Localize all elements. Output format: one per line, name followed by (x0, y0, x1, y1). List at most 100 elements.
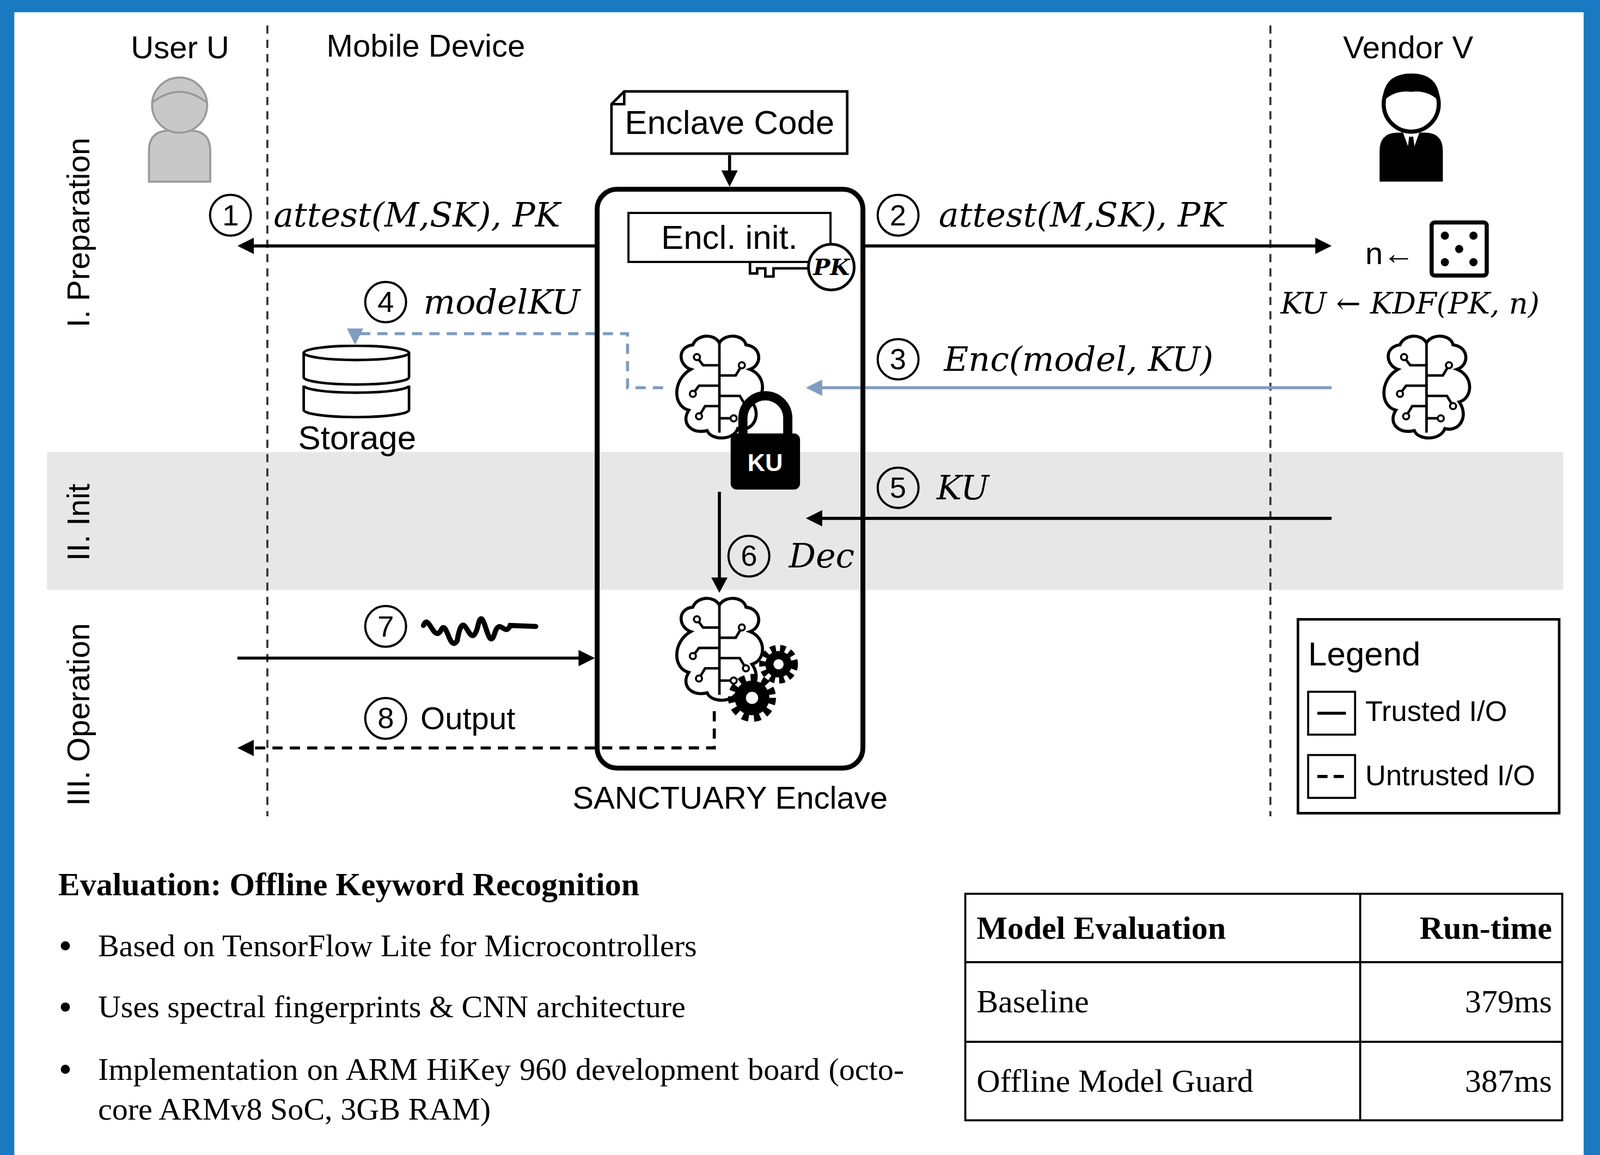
dice-icon (1431, 222, 1487, 276)
callout-number: 7 (364, 605, 408, 649)
table-cell: 387ms (1464, 1061, 1553, 1102)
dice-icon (1455, 245, 1464, 254)
table-grid (965, 961, 1563, 964)
output-wire (600, 711, 715, 748)
phase-label: I. Preparation (59, 137, 98, 328)
arrow-head (805, 379, 823, 396)
decrypt-arrow (711, 491, 728, 593)
table-cell: Offline Model Guard (976, 1061, 1254, 1102)
text-holder: KU (936, 467, 989, 509)
dice-icon (1440, 258, 1450, 267)
node-text: SANCTUARY Enclave (572, 778, 888, 817)
arrow-head (346, 328, 364, 345)
vendor-column: Vendor V (1331, 22, 1485, 541)
decrypt-arrow (717, 491, 722, 579)
gear-icon (746, 691, 759, 704)
text-holder: 3 (876, 337, 920, 381)
text-holder: Enc(model, KU) (943, 338, 1214, 380)
connector (721, 155, 738, 187)
frame (0, 0, 15, 1155)
text-holder: 8 (364, 697, 408, 741)
signal-wave (423, 618, 536, 644)
arrow-head (237, 237, 254, 255)
gear-icon (763, 649, 795, 680)
gear-icon (732, 678, 772, 718)
decrypt-arrow (711, 577, 728, 594)
gear-icon (732, 649, 794, 718)
cyl-line (303, 352, 409, 360)
document-box: Enclave Code (609, 89, 849, 156)
arrow-head (721, 170, 738, 187)
connector-line (250, 746, 595, 750)
text-holder: Output (420, 699, 516, 738)
connector (237, 650, 595, 667)
vendor-brain (1383, 336, 1470, 438)
vendor-icon (1379, 132, 1443, 182)
text-holder: 379ms (1464, 982, 1553, 1022)
table-grid (1359, 893, 1362, 1121)
text-holder: Based on TensorFlow Lite for Microcontro… (98, 926, 698, 966)
text-holder: 1 (209, 193, 253, 237)
cyl-line (303, 345, 409, 385)
bullet-dot (60, 941, 71, 951)
key-icon (749, 261, 811, 277)
column-separator (267, 25, 1271, 817)
arrow-head (237, 739, 254, 756)
text-holder: Model Evaluation (976, 908, 1226, 949)
node-text: Vendor V (1342, 28, 1474, 67)
text-holder: Baseline (976, 982, 1089, 1022)
legend-box (1317, 774, 1346, 779)
init-phase-band (46, 452, 1563, 590)
text-holder: III. Operation (59, 623, 98, 806)
legend-text: Untrusted I/O (1365, 758, 1536, 793)
callout-number: 8 (364, 697, 408, 741)
text-holder: 7 (364, 605, 408, 649)
text-holder: 6 (727, 534, 771, 578)
text-holder: attest(M,SK), PK (938, 194, 1226, 236)
callout-number: 1 (209, 193, 253, 237)
node-text: Enclave Code (624, 102, 835, 143)
connector-line (819, 516, 1332, 521)
text-holder: Implementation on ARM HiKey 960 developm… (98, 1050, 905, 1130)
vendor-icon (1407, 136, 1416, 160)
encrypted-brain (676, 336, 763, 438)
dice-icon (1469, 258, 1478, 267)
connector-line (250, 244, 595, 248)
text-holder: KU ← KDF(PK, n) (1280, 286, 1540, 322)
column-separator (266, 25, 269, 817)
storage-cylinder: Storage (290, 344, 425, 462)
callout-number: 5 (876, 466, 920, 510)
text-holder: Untrusted I/O (1365, 758, 1536, 793)
connector-line (865, 244, 1319, 248)
init-box: Encl. init. (627, 211, 832, 264)
text-holder: attest(M,SK), PK (273, 194, 561, 236)
gear-icon (773, 658, 784, 670)
bullet-dot (60, 1064, 71, 1074)
legend-box (1297, 619, 1560, 814)
table-grid (965, 893, 1563, 1121)
phase-label: II. Init (59, 483, 98, 561)
legend-box (1308, 691, 1355, 735)
text-label: Dec (788, 535, 855, 577)
node-text: KU (747, 448, 783, 478)
edge-label: Output (420, 699, 516, 738)
user-icon (153, 92, 206, 103)
table-grid (965, 1040, 1563, 1043)
text-holder: Legend (1308, 633, 1421, 675)
legend-text: Trusted I/O (1365, 694, 1507, 729)
callout-number: 4 (364, 280, 408, 324)
arrow-head (805, 510, 823, 527)
callout-number: 3 (876, 337, 920, 381)
text-holder: 5 (876, 466, 920, 510)
text-label: n← (1365, 234, 1415, 273)
edge-label: attest(M,SK), PK (938, 194, 1226, 236)
text-holder: Trusted I/O (1365, 694, 1507, 729)
edge-label: KU (936, 467, 989, 509)
text-label: Evaluation: Offline Keyword Recognition (58, 865, 640, 905)
node-text: Encl. init. (661, 217, 798, 258)
user-column: User U (122, 22, 238, 817)
connector (805, 510, 1332, 527)
text-label: KU ← KDF(PK, n) (1280, 286, 1540, 322)
enclave-box: SANCTUARY EnclaveEncl. init.PKKU (594, 186, 866, 771)
